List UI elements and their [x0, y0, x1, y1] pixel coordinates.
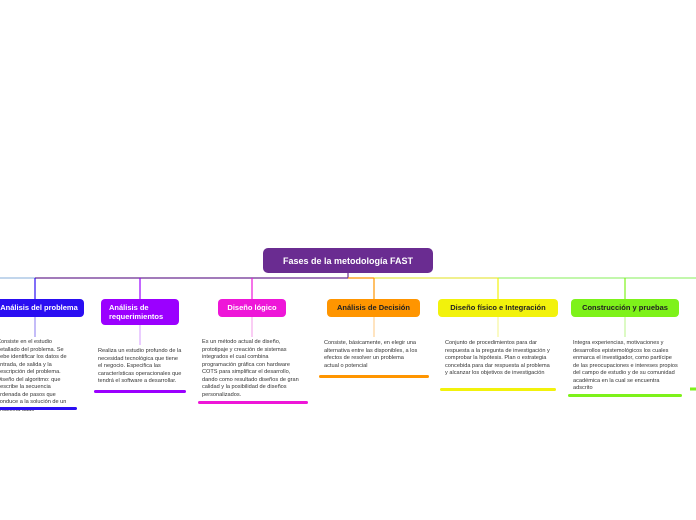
branch-underline-construccion-pruebas [568, 394, 682, 397]
branch-node-analisis-problema[interactable]: Análisis del problema [0, 299, 84, 317]
branch-desc-analisis-problema: Consiste en el estudio detallado del pro… [0, 339, 67, 413]
branch-node-analisis-requerimientos[interactable]: Análisis de requerimientos [101, 299, 179, 325]
branch-desc-diseno-logico: Es un método actual de diseño, prototipa… [202, 339, 299, 398]
branch-underline-analisis-decision [319, 375, 429, 378]
branch-desc-analisis-requerimientos: Realiza un estudio profundo de la necesi… [98, 348, 182, 385]
branch-node-analisis-decision[interactable]: Análisis de Decisión [327, 299, 420, 317]
branch-node-diseno-fisico[interactable]: Diseño físico e Integración [438, 299, 558, 317]
branch-node-construccion-pruebas[interactable]: Construcción y pruebas [571, 299, 679, 317]
branch-desc-diseno-fisico: Conjunto de procedimientos para dar resp… [445, 340, 550, 377]
branch-node-diseno-logico[interactable]: Diseño lógico [218, 299, 286, 317]
root-topic[interactable]: Fases de la metodología FAST [263, 248, 433, 273]
branch-desc-construccion-pruebas: Integra experiencias, motivaciones y des… [573, 340, 678, 392]
branch-underline-analisis-problema [0, 407, 77, 410]
branch-underline-diseno-fisico [440, 388, 556, 391]
branch-underline-analisis-requerimientos [94, 390, 186, 393]
branch-desc-analisis-decision: Consiste, básicamente, en elegir una alt… [324, 340, 418, 369]
branch-underline-diseno-logico [198, 401, 308, 404]
